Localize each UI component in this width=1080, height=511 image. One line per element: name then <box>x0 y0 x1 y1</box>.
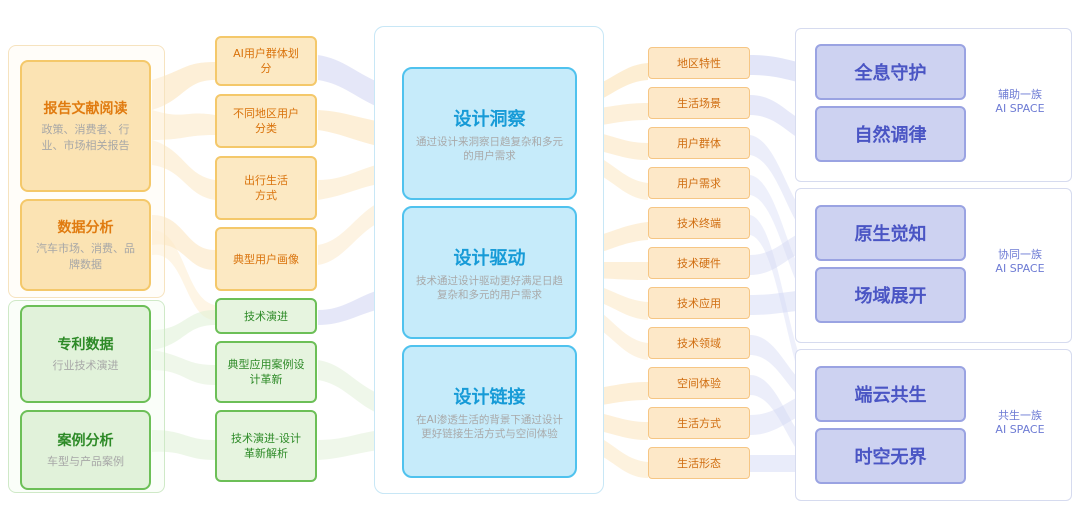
source-patent-data: 专利数据 行业技术演进 <box>20 305 151 403</box>
tag: 生活形态 <box>648 447 750 479</box>
tag-label: 生活方式 <box>677 417 721 430</box>
analysis-box: 典型应用案例设计革新 <box>215 341 317 403</box>
source-title: 专利数据 <box>57 337 114 353</box>
tag-label: 技术应用 <box>677 297 721 310</box>
space-box: 自然调律 <box>815 106 966 162</box>
source-title: 报告文献阅读 <box>43 101 128 117</box>
group-label: 协同一族 AI SPACE <box>975 248 1065 276</box>
tag-label: 技术硬件 <box>677 257 721 270</box>
tag-label: 生活场景 <box>677 97 721 110</box>
analysis-label: 不同地区用户分类 <box>233 107 299 135</box>
analysis-label: 技术演进-设计革新解析 <box>231 432 301 460</box>
analysis-box: AI用户群体划分 <box>215 36 317 86</box>
tag-label: 技术终端 <box>677 217 721 230</box>
core-desc: 在AI渗透生活的背景下通过设计更好链接生活方式与空间体验 <box>416 413 563 440</box>
analysis-label: AI用户群体划分 <box>233 47 299 75</box>
analysis-label: 典型应用案例设计革新 <box>227 358 305 386</box>
space-label: 端云共生 <box>854 385 927 406</box>
space-box: 时空无界 <box>815 428 966 484</box>
core-title: 设计链接 <box>453 386 526 408</box>
space-label: 场域展开 <box>854 286 927 307</box>
group-name: 辅助一族 <box>998 88 1042 101</box>
group-name: 协同一族 <box>998 248 1042 261</box>
space-box: 场域展开 <box>815 267 966 323</box>
source-title: 案例分析 <box>57 433 114 449</box>
tag: 空间体验 <box>648 367 750 399</box>
space-box: 端云共生 <box>815 366 966 422</box>
analysis-box: 不同地区用户分类 <box>215 94 317 148</box>
analysis-label: 技术演进 <box>244 309 288 323</box>
core-desc: 技术通过设计驱动更好满足日趋复杂和多元的用户需求 <box>416 274 563 301</box>
source-desc: 车型与产品案例 <box>47 455 124 468</box>
tag: 技术领域 <box>648 327 750 359</box>
tag: 技术终端 <box>648 207 750 239</box>
core-design-insight: 设计洞察 通过设计来洞察日趋复杂和多元的用户需求 <box>402 67 577 200</box>
group-sub: AI SPACE <box>995 102 1045 115</box>
space-label: 时空无界 <box>854 447 927 468</box>
analysis-box: 出行生活方式 <box>215 156 317 220</box>
source-desc: 汽车市场、消费、品牌数据 <box>36 242 135 271</box>
group-label: 辅助一族 AI SPACE <box>975 88 1065 116</box>
tag-label: 用户群体 <box>677 137 721 150</box>
tag: 用户需求 <box>648 167 750 199</box>
tag: 生活场景 <box>648 87 750 119</box>
group-label: 共生一族 AI SPACE <box>975 409 1065 437</box>
space-label: 全息守护 <box>854 63 927 84</box>
tag: 用户群体 <box>648 127 750 159</box>
source-report-reading: 报告文献阅读 政策、消费者、行业、市场相关报告 <box>20 60 151 192</box>
source-desc: 政策、消费者、行业、市场相关报告 <box>41 123 130 152</box>
tag-label: 地区特性 <box>677 57 721 70</box>
space-box: 全息守护 <box>815 44 966 100</box>
space-box: 原生觉知 <box>815 205 966 261</box>
source-case-analysis: 案例分析 车型与产品案例 <box>20 410 151 490</box>
analysis-box: 典型用户画像 <box>215 227 317 291</box>
tag-label: 空间体验 <box>677 377 721 390</box>
analysis-box: 技术演进 <box>215 298 317 334</box>
space-label: 原生觉知 <box>854 224 927 245</box>
tag: 生活方式 <box>648 407 750 439</box>
analysis-label: 典型用户画像 <box>233 252 299 266</box>
core-desc: 通过设计来洞察日趋复杂和多元的用户需求 <box>416 135 563 162</box>
tag: 地区特性 <box>648 47 750 79</box>
tag-label: 技术领域 <box>677 337 721 350</box>
tag-label: 生活形态 <box>677 457 721 470</box>
source-title: 数据分析 <box>57 220 114 236</box>
group-sub: AI SPACE <box>995 423 1045 436</box>
source-data-analysis: 数据分析 汽车市场、消费、品牌数据 <box>20 199 151 291</box>
space-label: 自然调律 <box>854 125 927 146</box>
tag-label: 用户需求 <box>677 177 721 190</box>
core-design-link: 设计链接 在AI渗透生活的背景下通过设计更好链接生活方式与空间体验 <box>402 345 577 478</box>
analysis-box: 技术演进-设计革新解析 <box>215 410 317 482</box>
group-name: 共生一族 <box>998 409 1042 422</box>
tag: 技术硬件 <box>648 247 750 279</box>
core-title: 设计洞察 <box>453 108 526 130</box>
group-sub: AI SPACE <box>995 262 1045 275</box>
core-title: 设计驱动 <box>453 247 526 269</box>
core-design-drive: 设计驱动 技术通过设计驱动更好满足日趋复杂和多元的用户需求 <box>402 206 577 339</box>
analysis-label: 出行生活方式 <box>244 174 288 202</box>
tag: 技术应用 <box>648 287 750 319</box>
source-desc: 行业技术演进 <box>52 359 119 372</box>
